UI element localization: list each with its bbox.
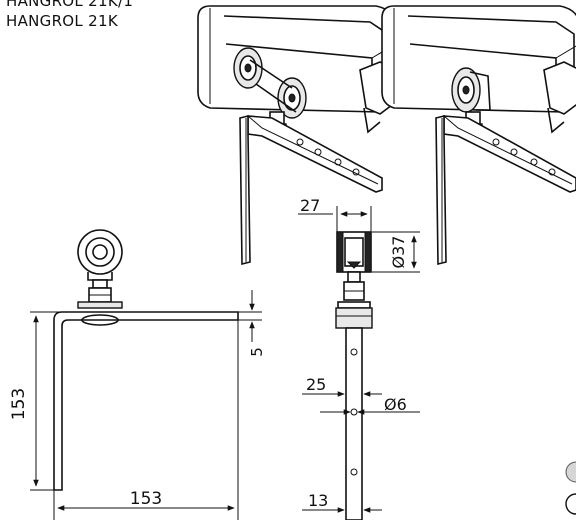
product-label-line1: HANGROL 21K/1 <box>6 0 134 10</box>
dim-pin-spacing: 25 <box>306 375 326 394</box>
cutoff-marker-2 <box>565 493 576 515</box>
cutoff-marker-1 <box>565 461 576 483</box>
hanger-3d-view-single <box>381 5 576 266</box>
dim-wheel-diameter: Ø37 <box>389 236 408 269</box>
dim-height: 153 <box>9 388 29 420</box>
front-view <box>30 229 262 520</box>
dim-flat-width: 13 <box>308 491 328 510</box>
dim-width: 153 <box>130 489 162 509</box>
dim-wheel-width: 27 <box>300 196 320 215</box>
dim-hole-diameter: Ø6 <box>384 395 407 414</box>
product-label-line2: HANGROL 21K <box>6 12 118 30</box>
hanger-3d-view-double <box>197 5 397 266</box>
dim-thickness: 5 <box>248 347 266 357</box>
